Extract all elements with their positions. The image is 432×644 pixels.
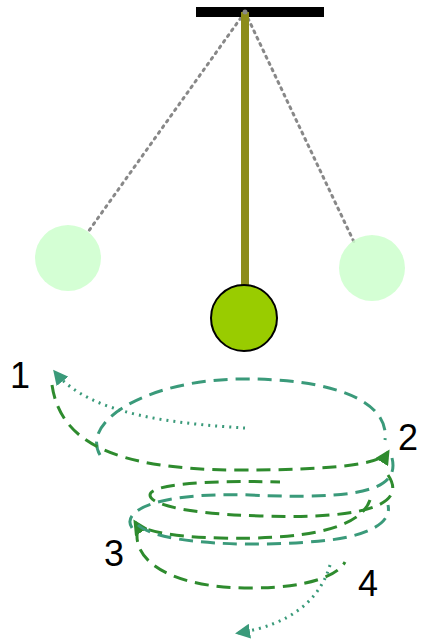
end-arrow: [238, 565, 330, 633]
swing-line: [245, 12, 354, 242]
callout-number: 3: [104, 536, 124, 572]
spiral-path: [135, 500, 370, 538]
pendulum-rod: [241, 12, 249, 290]
spiral-path: [138, 505, 388, 544]
callout-number: 4: [358, 566, 378, 602]
ghost-bob: [339, 235, 405, 301]
callout-number: 2: [398, 420, 418, 456]
callout-number: 1: [10, 358, 30, 394]
spiral-path: [52, 385, 388, 470]
pendulum-bob: [211, 285, 277, 351]
pivot: [243, 10, 248, 15]
ghost-bob: [35, 225, 101, 291]
spiral-path: [150, 475, 393, 517]
support-bar: [196, 7, 324, 17]
spiral-path: [97, 379, 386, 455]
swing-line: [88, 12, 245, 232]
